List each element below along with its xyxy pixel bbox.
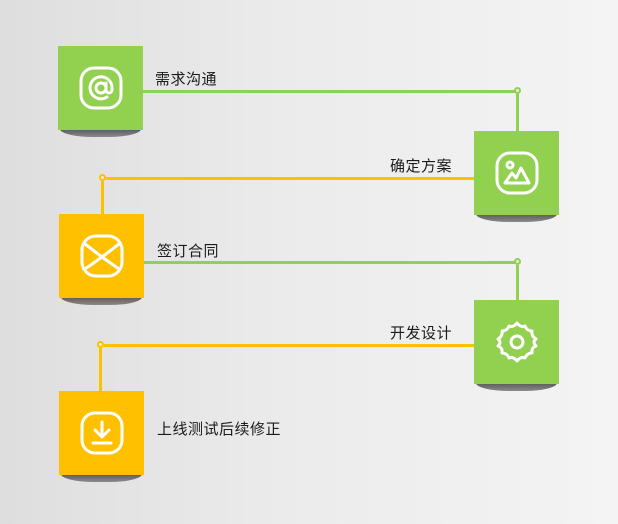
envelope-icon [80,234,123,278]
step-2-shadow [476,214,557,222]
step-1-shadow [60,129,141,137]
download-icon [80,411,123,455]
step-5-shadow [61,474,142,482]
connector-4-node [97,341,104,348]
at-sign-icon [79,66,122,110]
connector-1-vertical [516,94,519,131]
connector-1-horizontal [143,90,515,93]
step-3-label: 签订合同 [157,242,220,260]
gear-icon [496,321,537,363]
connector-1-node [514,87,521,94]
connector-3-node [514,258,521,265]
connector-2-horizontal [106,177,474,180]
step-1-label: 需求沟通 [155,70,218,88]
step-1-box [58,46,143,137]
connector-3-horizontal [143,261,515,264]
image-icon [495,151,538,195]
step-4-box [474,300,559,391]
step-4-shadow [476,383,557,391]
connector-4-vertical [99,348,102,391]
step-3-box [59,214,144,305]
connector-3-vertical [516,265,519,301]
step-5-box [59,391,144,482]
connector-2-vertical [101,181,104,214]
step-2-box [474,131,559,222]
connector-4-horizontal [104,344,474,347]
step-3-shadow [61,297,142,305]
step-2-label: 确定方案 [390,157,453,175]
connector-2-node [99,174,106,181]
step-4-label: 开发设计 [390,324,453,342]
step-5-label: 上线测试后续修正 [157,420,282,438]
